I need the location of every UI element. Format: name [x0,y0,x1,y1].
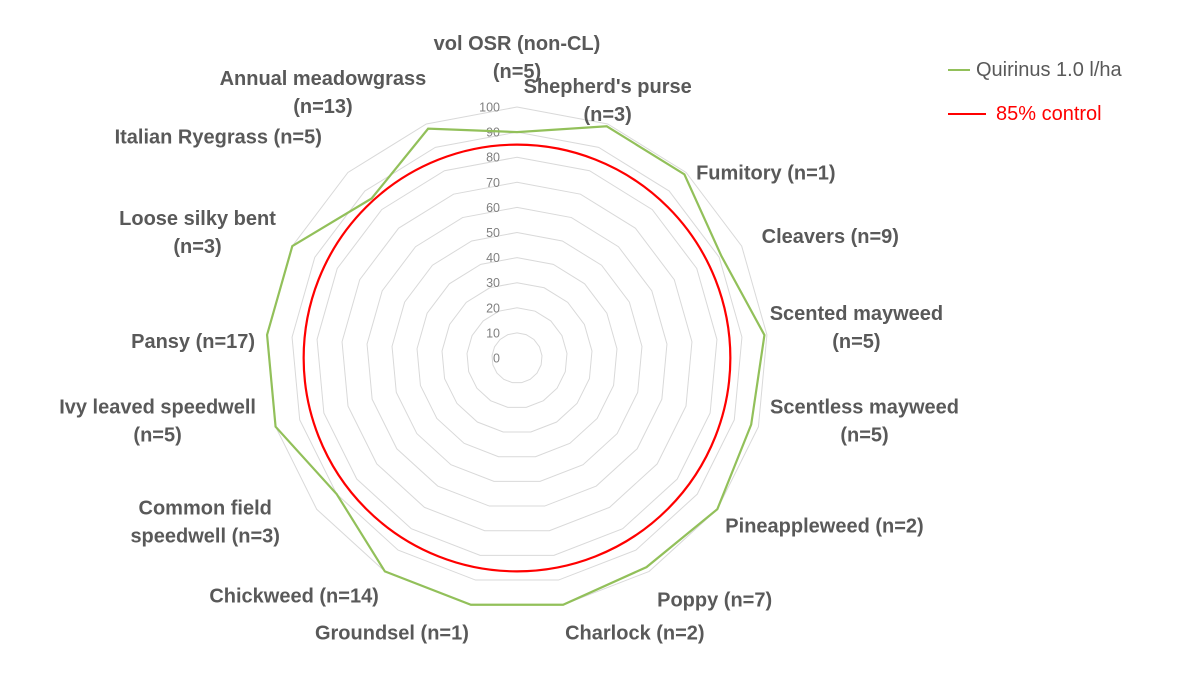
series-line-85-control [302,143,732,573]
axis-label: Italian Ryegrass (n=5) [115,127,322,149]
legend-label-quirinus: Quirinus 1.0 l/ha [976,59,1122,81]
tick-label: 20 [486,301,500,315]
axis-label-line: vol OSR (non-CL) [434,33,601,55]
axis-label: Scentless mayweed (n=5) [770,397,959,447]
gridline-ring [341,181,693,532]
radar-gridlines [266,106,768,606]
axis-label-line: (n=5) [133,425,181,447]
gridline-ring [366,206,668,507]
legend-label-85-control: 85% control [996,103,1102,125]
gridline-ring [466,307,568,408]
axis-label: Annual meadowgrass (n=13) [220,68,427,118]
tick-label: 40 [486,251,500,265]
legend-item-85-control[interactable]: 85% control [948,100,1122,128]
axis-label-line: (n=3) [173,236,221,258]
axis-label-line: Scented mayweed [770,303,943,325]
legend: Quirinus 1.0 l/ha 85% control [948,56,1122,144]
axis-label: vol OSR (non-CL) (n=5) [434,33,601,83]
legend-swatch-quirinus [948,69,970,71]
axis-label-line: (n=5) [493,61,541,83]
axis-label-line: Cleavers (n=9) [762,226,899,248]
tick-label: 50 [486,226,500,240]
axis-label-line: speedwell (n=3) [130,525,280,547]
tick-label: 30 [486,276,500,290]
tick-label: 60 [486,201,500,215]
axis-label-line: Charlock (n=2) [565,623,704,645]
axis-label-line: Pansy (n=17) [131,331,255,353]
series-line-quirinus [265,125,766,606]
gridline-ring [491,332,543,384]
radial-tick-labels: 0 10 20 30 40 50 60 70 80 90 100 [479,101,500,366]
axis-label: Scented mayweed (n=5) [770,303,943,353]
axis-label-line: Loose silky bent [119,208,276,230]
tick-label: 100 [479,101,500,115]
axis-label-line: Pineappleweed (n=2) [725,515,923,537]
axis-label: Ivy leaved speedwell (n=5) [59,397,256,447]
axis-label-line: (n=5) [840,425,888,447]
tick-label: 70 [486,176,500,190]
axis-label: Pansy (n=17) [131,331,255,353]
gridline-ring [391,231,643,482]
tick-label: 80 [486,151,500,165]
axis-category-labels: vol OSR (non-CL)(n=5)Shepherd's purse(n=… [59,33,959,645]
axis-label-line: Common field [139,497,272,519]
axis-label-line: (n=13) [293,96,352,118]
axis-label: Chickweed (n=14) [209,585,379,607]
legend-swatch-85-control [948,113,986,115]
axis-label-line: Italian Ryegrass (n=5) [115,127,322,149]
axis-label: Loose silky bent (n=3) [119,208,276,258]
axis-label: Common field speedwell (n=3) [130,497,280,547]
axis-label-line: Chickweed (n=14) [209,585,379,607]
axis-label: Cleavers (n=9) [762,226,899,248]
axis-label-line: Groundsel (n=1) [315,623,469,645]
tick-label: 10 [486,326,500,340]
axis-label: Poppy (n=7) [657,589,772,611]
gridline-ring [291,131,743,581]
tick-label: 90 [486,126,500,140]
gridline-ring [416,257,618,458]
axis-label: Shepherd's purse (n=3) [524,76,692,126]
radar-series [265,125,766,606]
axis-label-line: Fumitory (n=1) [696,163,835,185]
axis-label-line: Shepherd's purse [524,76,692,98]
axis-label-line: Ivy leaved speedwell [59,397,256,419]
tick-label: 0 [493,352,500,366]
axis-label-line: (n=5) [832,331,880,353]
gridline-ring [441,282,593,433]
axis-label: Fumitory (n=1) [696,163,835,185]
axis-label: Pineappleweed (n=2) [725,515,923,537]
axis-label-line: Annual meadowgrass [220,68,427,90]
gridline-ring [316,156,718,556]
axis-label-line: Scentless mayweed [770,397,959,419]
axis-label: Groundsel (n=1) [315,623,469,645]
legend-item-quirinus[interactable]: Quirinus 1.0 l/ha [948,56,1122,84]
axis-label-line: Poppy (n=7) [657,589,772,611]
axis-label-line: (n=3) [583,104,631,126]
axis-label: Charlock (n=2) [565,623,704,645]
